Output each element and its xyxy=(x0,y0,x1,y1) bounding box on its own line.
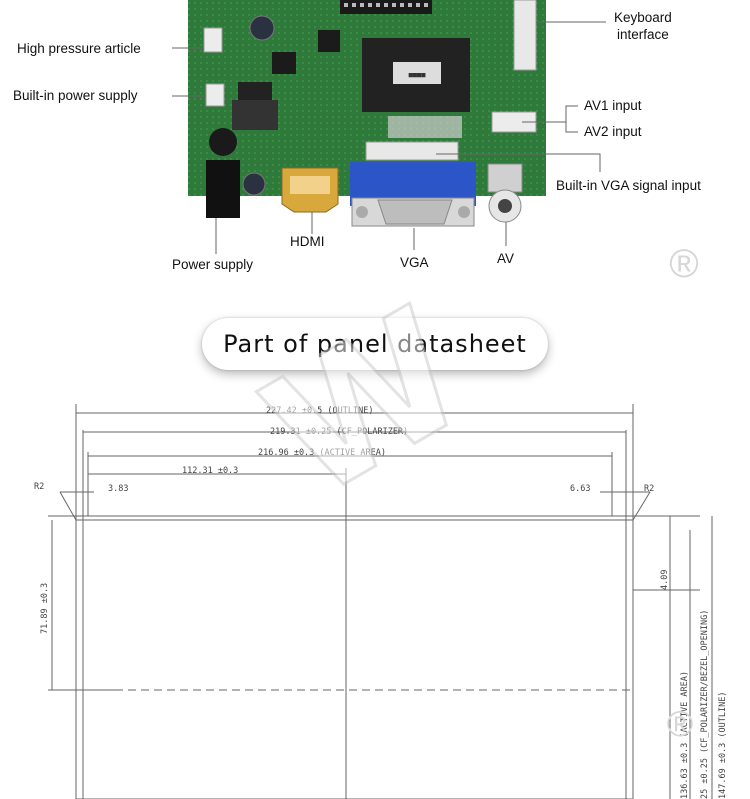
label-keyboard-interface: Keyboard interface xyxy=(614,9,672,43)
dim-left-margin: 3.83 xyxy=(108,484,129,494)
label-vga: VGA xyxy=(400,255,429,270)
section-title-pill: Part of panel datasheet xyxy=(202,318,548,370)
dim-right-corner: R2 xyxy=(644,484,655,494)
label-av: AV xyxy=(497,251,515,266)
capacitor xyxy=(249,15,275,41)
keyboard-connector xyxy=(513,0,537,71)
dim-half-height: 71.89 ±0.3 xyxy=(40,582,50,634)
pcb-board: ■■■■ xyxy=(172,0,606,254)
registered-mark-top: ® xyxy=(669,242,699,286)
small-chip xyxy=(318,30,340,52)
dim-center-offset: 112.31 ±0.3 xyxy=(182,466,239,476)
dim-cf-polarizer: 219.31 ±0.25 (CF_POLARIZER) xyxy=(270,427,409,437)
vga-signal-connector xyxy=(365,141,459,161)
label-high-pressure-article: High pressure article xyxy=(17,41,141,56)
label-vga-signal-input: Built-in VGA signal input xyxy=(556,178,701,193)
dim-left-corner: R2 xyxy=(34,482,45,492)
label-av2-input: AV2 input xyxy=(584,124,642,139)
label-builtin-power-supply: Built-in power supply xyxy=(13,88,138,103)
dim-active-area: 216.96 ±0.3 (ACTIVE AREA) xyxy=(258,448,386,458)
hp-connector xyxy=(203,27,223,53)
power-connector xyxy=(205,83,225,107)
av-jack xyxy=(487,163,523,193)
dim-right-vert-2: 147.69 ±0.3 (OUTLINE) xyxy=(718,691,728,799)
section-title: Part of panel datasheet xyxy=(223,330,527,358)
label-keyboard-line1: Keyboard xyxy=(614,10,672,25)
svg-text:■■■■: ■■■■ xyxy=(409,71,427,79)
label-hdmi: HDMI xyxy=(290,234,325,249)
label-av1-input: AV1 input xyxy=(584,98,642,113)
label-keyboard-line2: interface xyxy=(617,27,669,42)
registered-mark-bottom: ® xyxy=(666,703,694,744)
dim-top-margin: 4.09 xyxy=(660,569,670,590)
dim-outline: 227.42 ±0.5 (OUTLINE) xyxy=(266,406,374,416)
label-power-supply: Power supply xyxy=(172,257,254,272)
panel-datasheet-drawing xyxy=(48,404,713,799)
dc-jack xyxy=(206,160,240,218)
dim-right-margin: 6.63 xyxy=(570,484,591,494)
dim-right-vert-1: 25 ±0.25 (CF_POLARIZER/BEZEL_OPENING) xyxy=(700,609,710,799)
